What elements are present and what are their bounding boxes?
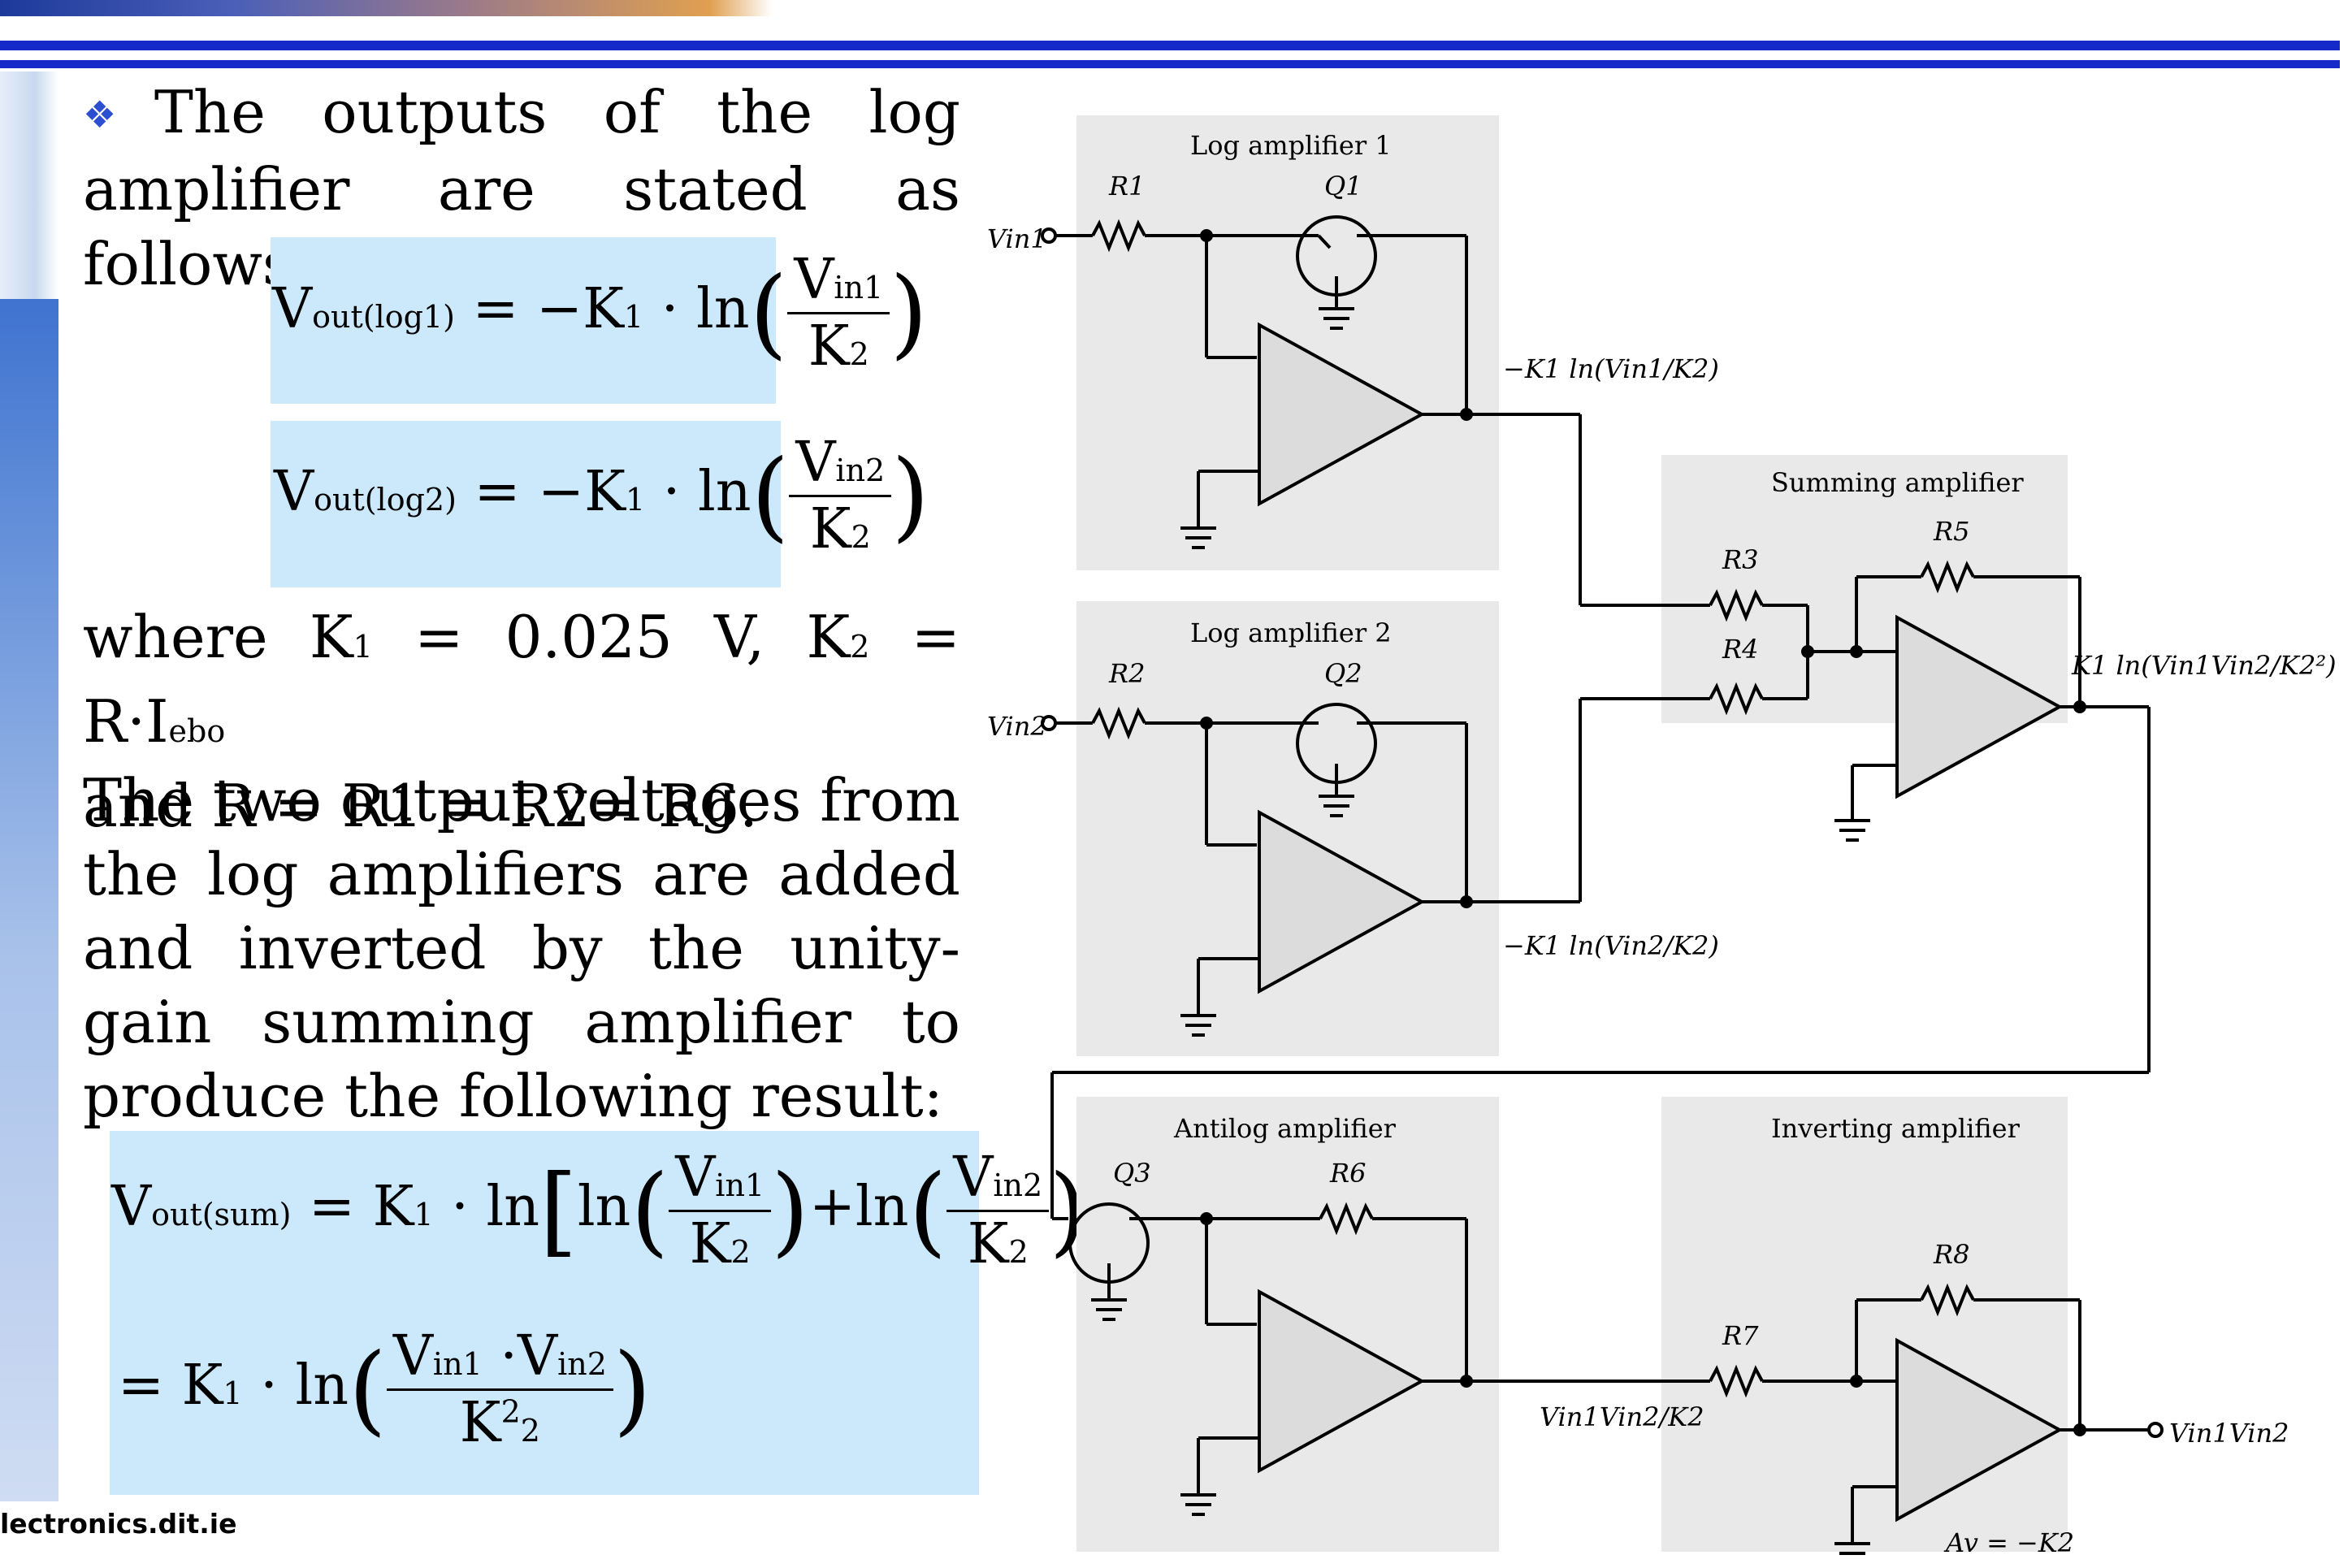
- header-gradient-bar: [0, 0, 772, 16]
- label-q2: Q2: [1324, 658, 1362, 689]
- label-r3: R3: [1722, 544, 1758, 575]
- label-summing: Summing amplifier: [1771, 467, 2024, 498]
- label-r6: R6: [1329, 1158, 1366, 1189]
- label-out-log1: −K1 ln(Vin1/K2): [1503, 353, 1719, 384]
- body-paragraph: The two output voltages from the log amp…: [83, 766, 960, 1130]
- label-r8: R8: [1933, 1239, 1969, 1270]
- label-r4: R4: [1722, 634, 1758, 665]
- footer-url: lectronics.dit.ie: [0, 1508, 237, 1540]
- label-out-sum: K1 ln(Vin1Vin2/K2²): [2071, 650, 2337, 681]
- header-rule-top: [0, 41, 2340, 50]
- multiplier-circuit-diagram: Log amplifier 1 Log amplifier 2 Summing …: [987, 115, 2337, 1558]
- label-vin1: Vin1: [987, 223, 1047, 254]
- label-vin2: Vin2: [987, 711, 1047, 742]
- label-log1: Log amplifier 1: [1190, 130, 1392, 161]
- where-paragraph: where K1 = 0.025 V, K2 = R·Iebo and R = …: [83, 603, 961, 840]
- label-log2: Log amplifier 2: [1190, 617, 1392, 648]
- label-r2: R2: [1108, 658, 1145, 689]
- label-out-final: Vin1Vin2: [2169, 1418, 2289, 1449]
- label-inverting: Inverting amplifier: [1771, 1113, 2021, 1144]
- label-gain: Av = −K2: [1943, 1527, 2074, 1558]
- sidebar-band: [0, 299, 58, 1501]
- label-r5: R5: [1933, 516, 1969, 547]
- bullet-icon: ❖: [83, 93, 154, 136]
- inverting-panel: [1661, 1097, 2068, 1552]
- label-r1: R1: [1108, 171, 1145, 201]
- equation-box-sum: [110, 1131, 979, 1495]
- label-antilog: Antilog amplifier: [1173, 1113, 1397, 1144]
- equation-box-log1: [271, 237, 776, 404]
- label-q1: Q1: [1324, 171, 1362, 201]
- label-out-antilog: Vin1Vin2/K2: [1540, 1401, 1704, 1432]
- header-rule-bottom: [0, 60, 2340, 68]
- label-q3: Q3: [1113, 1158, 1151, 1189]
- label-out-log2: −K1 ln(Vin2/K2): [1503, 930, 1719, 961]
- equation-box-log2: [271, 421, 781, 587]
- label-r7: R7: [1722, 1320, 1759, 1351]
- decorative-sidebar: [0, 71, 58, 1501]
